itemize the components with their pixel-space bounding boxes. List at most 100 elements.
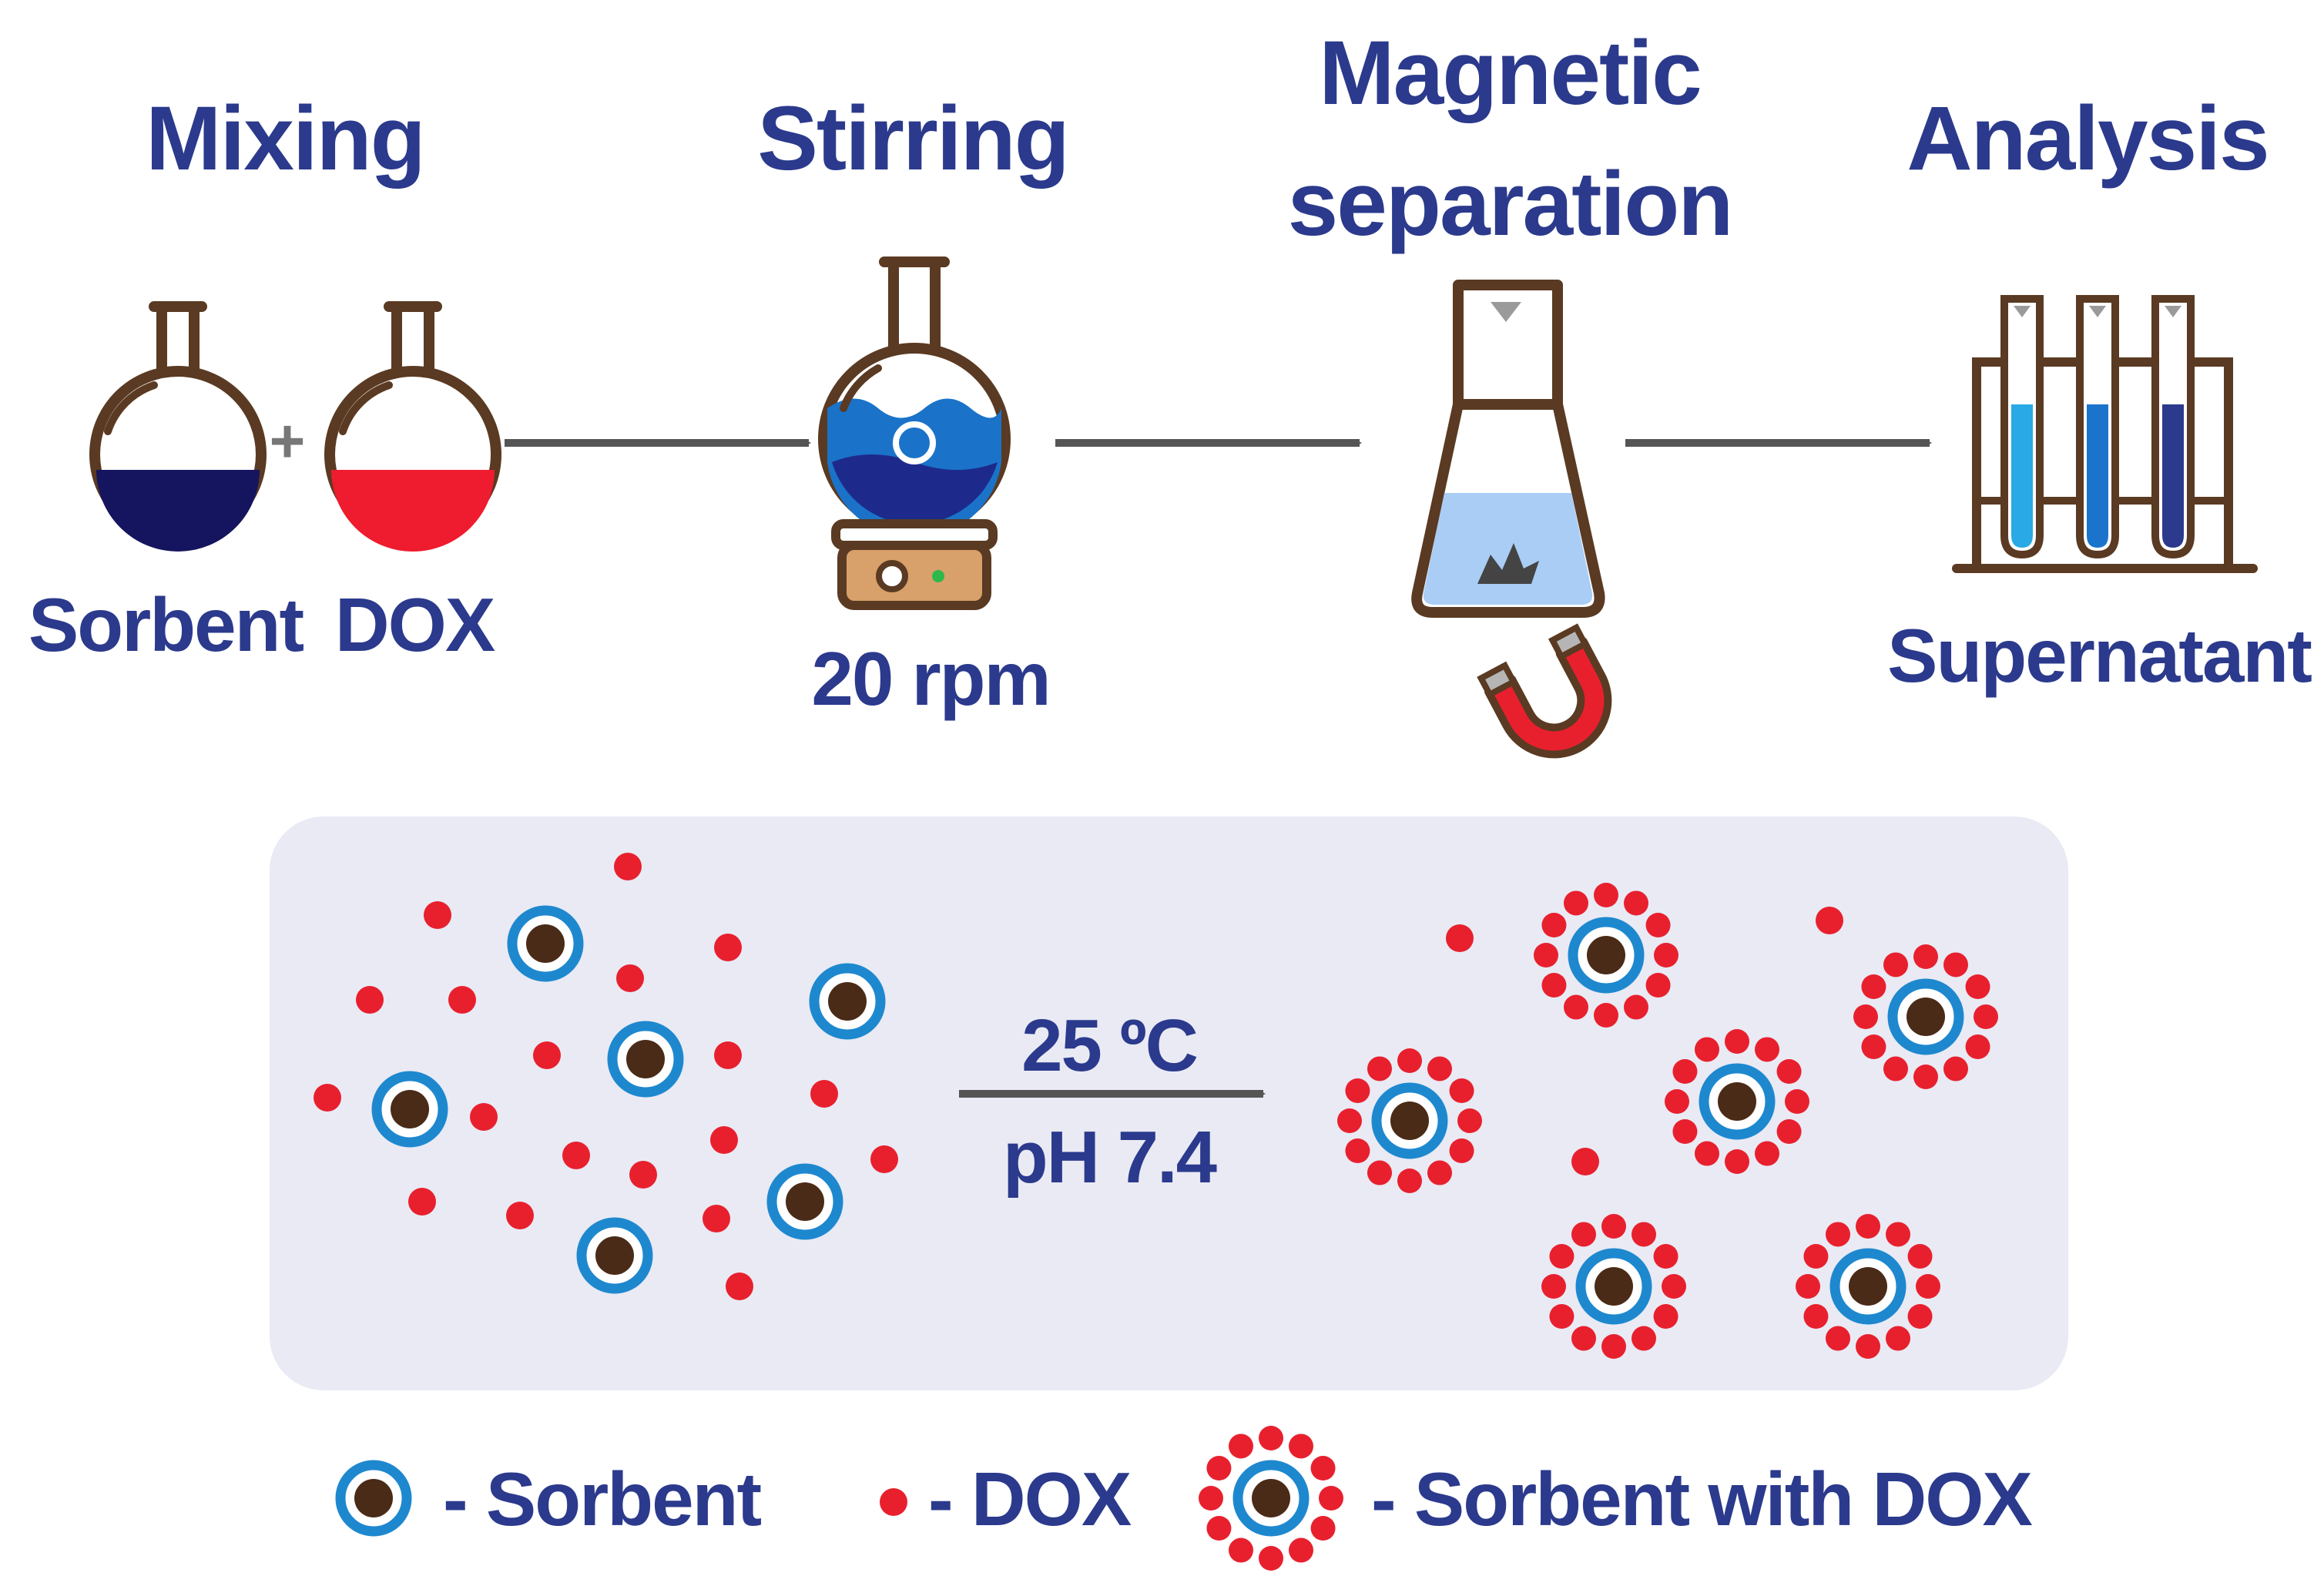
dox-dot (1310, 1456, 1336, 1480)
dox-dot (1654, 943, 1678, 967)
dox-dot (1665, 1089, 1689, 1114)
dox-dot (1826, 1222, 1850, 1247)
dox-dot (1886, 1326, 1910, 1351)
dox-dot (1310, 1516, 1336, 1541)
dox-dot (1206, 1456, 1232, 1480)
dox-dot (1594, 1003, 1618, 1028)
dox-dot (1886, 1222, 1910, 1247)
separation-title-line1: Magnetic (1319, 22, 1700, 124)
dox-dot (1319, 1486, 1343, 1511)
stirring-title: Stirring (757, 88, 1068, 189)
erlenmeyer-magnet-icon (1411, 280, 1612, 759)
dox-dot (1785, 1089, 1809, 1114)
dox-dot (1856, 1334, 1880, 1359)
sorbent-with-dox-particle (1534, 883, 1678, 1028)
dox-dot (1289, 1433, 1313, 1459)
dox-dot (470, 1103, 498, 1131)
dox-dot (810, 1080, 838, 1108)
dox-dot (1943, 1056, 1968, 1081)
dox-dot (1943, 952, 1968, 977)
dox-dot (714, 934, 742, 961)
dox-dot (1913, 1065, 1938, 1089)
dox-dot (1199, 1486, 1223, 1511)
dox-dot (616, 964, 644, 992)
dox-dot (1653, 1244, 1678, 1269)
dox-dot (726, 1273, 753, 1300)
dox-dot (1427, 1160, 1452, 1185)
dox-dot (1883, 1056, 1908, 1081)
legend-sorbent-label: - Sorbent (443, 1457, 761, 1541)
dox-dot (1816, 907, 1843, 934)
sorbent-particle (766, 1163, 843, 1240)
dox-dot (1624, 994, 1648, 1020)
sorbent-flask-icon (89, 301, 267, 552)
dox-dot (424, 901, 451, 929)
dox-dot (1965, 974, 1990, 999)
dox-dot (1397, 1048, 1422, 1073)
dox-dot (1541, 973, 1567, 998)
dox-flask-icon (324, 301, 501, 552)
dox-dot (1755, 1037, 1779, 1062)
legend-sorbent-with-dox-label: - Sorbent with DOX (1371, 1457, 2032, 1541)
dox-dot (1853, 1004, 1878, 1029)
dox-dot (1856, 1214, 1880, 1239)
dox-dot (703, 1205, 730, 1232)
legend-sorbent-with-dox-icon (1199, 1426, 1343, 1571)
dox-dot (1571, 1148, 1599, 1175)
sorbent-particle (507, 905, 584, 982)
sorbent-with-dox-particle (1665, 1029, 1809, 1174)
dox-dot (1776, 1059, 1802, 1084)
dox-dot (1259, 1546, 1283, 1571)
dox-dot (1725, 1149, 1749, 1174)
dox-dot (1367, 1160, 1392, 1185)
dox-dot (1695, 1141, 1719, 1166)
test-tube-2 (2076, 295, 2119, 559)
dox-dot (1446, 924, 1474, 952)
dox-dot (1541, 1274, 1566, 1299)
dox-dot (1662, 1274, 1686, 1299)
legend-dox-icon (880, 1488, 907, 1516)
dox-dot (1289, 1537, 1313, 1563)
dox-dot (629, 1161, 657, 1189)
dox-dot (1965, 1034, 1990, 1059)
dox-dot (1427, 1056, 1452, 1081)
dox-dot (1974, 1004, 1998, 1029)
test-tube-1 (2000, 295, 2044, 559)
sorbent-with-dox-particle (1541, 1214, 1686, 1359)
dox-dot (1725, 1029, 1749, 1054)
test-tube-3 (2151, 295, 2195, 559)
dox-dot (1907, 1304, 1933, 1329)
dox-dot (1457, 1108, 1482, 1133)
mixing-title: Mixing (146, 88, 424, 189)
rpm-label: 20 rpm (811, 636, 1049, 721)
dox-dot (1549, 1244, 1574, 1269)
dox-dot (448, 986, 476, 1014)
dox-label: DOX (335, 582, 495, 667)
dox-dot (1861, 974, 1886, 999)
stirring-hotplate-icon (818, 257, 1011, 610)
dox-dot (356, 986, 384, 1014)
dox-dot (1564, 994, 1588, 1020)
dox-dot (1695, 1037, 1719, 1062)
sorbent-with-dox-particle (1337, 1048, 1482, 1193)
dox-dot (1564, 890, 1588, 916)
test-tubes-rack-icon (1952, 295, 2258, 573)
dox-dot (1229, 1537, 1253, 1563)
temperature-label: 25 ºC (1021, 1004, 1197, 1087)
dox-dot (614, 853, 642, 880)
dox-dot (1826, 1326, 1850, 1351)
dox-dot (1803, 1244, 1829, 1269)
dox-dot (1653, 1304, 1678, 1329)
separation-title-line2: separation (1288, 153, 1732, 255)
plus-sign: + (270, 407, 306, 475)
dox-dot (1645, 913, 1671, 937)
dox-dot (1345, 1138, 1370, 1163)
dox-dot (1796, 1274, 1820, 1299)
dox-dot (1345, 1078, 1370, 1103)
ph-label: pH 7.4 (1003, 1116, 1217, 1199)
dox-dot (1913, 944, 1938, 969)
dox-dot (1883, 952, 1908, 977)
dox-dot (1803, 1304, 1829, 1329)
initial-mixture (314, 853, 898, 1300)
dox-dot (1916, 1274, 1940, 1299)
